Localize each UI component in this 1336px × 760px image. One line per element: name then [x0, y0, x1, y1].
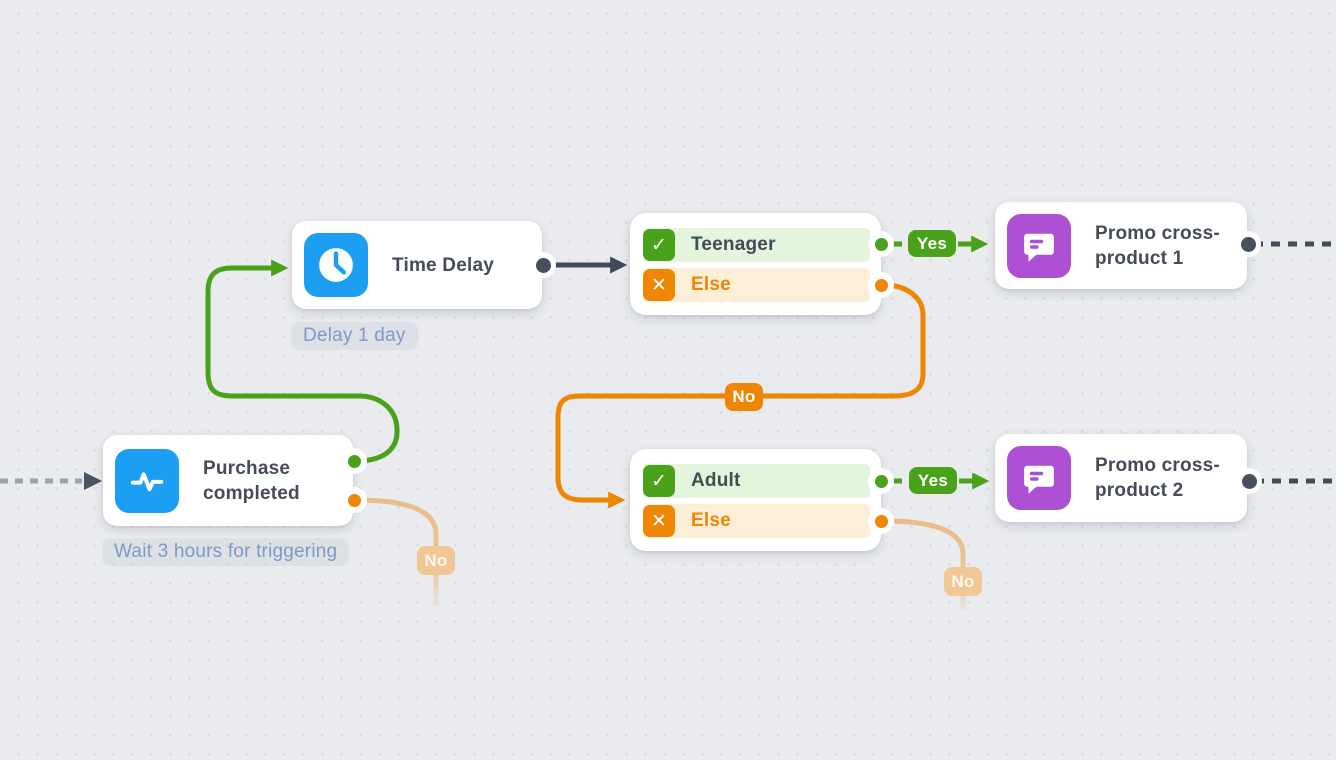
node-title: Promo cross-product 2 [1095, 455, 1220, 501]
condition-branch-else[interactable]: ✕ Else [643, 268, 870, 302]
purchase-sublabel: Wait 3 hours for triggering [102, 538, 350, 566]
branch-label: Adult [691, 470, 741, 491]
promo-cross-product-1-node[interactable]: Promo cross-product 1 [995, 202, 1247, 289]
check-icon: ✓ [643, 465, 675, 497]
node-title: Purchase completed [203, 457, 300, 504]
purchase-completed-node[interactable]: Purchase completed [103, 435, 353, 526]
no-badge-faded-left: No [417, 546, 455, 575]
no-badge-mid: No [725, 383, 763, 411]
condition-branch-teenager[interactable]: ✓ Teenager [643, 228, 870, 262]
condition-branch-else[interactable]: ✕ Else [643, 504, 870, 538]
yes-badge-2: Yes [909, 467, 957, 494]
check-icon: ✓ [643, 229, 675, 261]
promo-cross-product-2-node[interactable]: Promo cross-product 2 [995, 434, 1247, 522]
no-badge-faded-bottom: No [944, 567, 982, 596]
time-delay-node[interactable]: Time Delay [292, 221, 542, 309]
yes-badge-1: Yes [908, 230, 956, 257]
condition-branch-adult[interactable]: ✓ Adult [643, 464, 870, 498]
branch-label: Teenager [691, 234, 776, 255]
condition-node-2[interactable]: ✓ Adult ✕ Else [630, 449, 881, 551]
clock-icon [304, 233, 368, 297]
branch-label: Else [691, 510, 731, 531]
chat-message-icon [1007, 213, 1071, 278]
x-icon: ✕ [643, 269, 675, 301]
x-icon: ✕ [643, 505, 675, 537]
branch-label: Else [691, 274, 731, 295]
chat-message-icon [1007, 446, 1071, 510]
node-title: Time Delay [392, 254, 494, 276]
node-title: Promo cross-product 1 [1095, 222, 1220, 269]
time-delay-sublabel: Delay 1 day [291, 322, 418, 350]
condition-node-1[interactable]: ✓ Teenager ✕ Else [630, 213, 881, 315]
pulse-icon [115, 448, 179, 513]
